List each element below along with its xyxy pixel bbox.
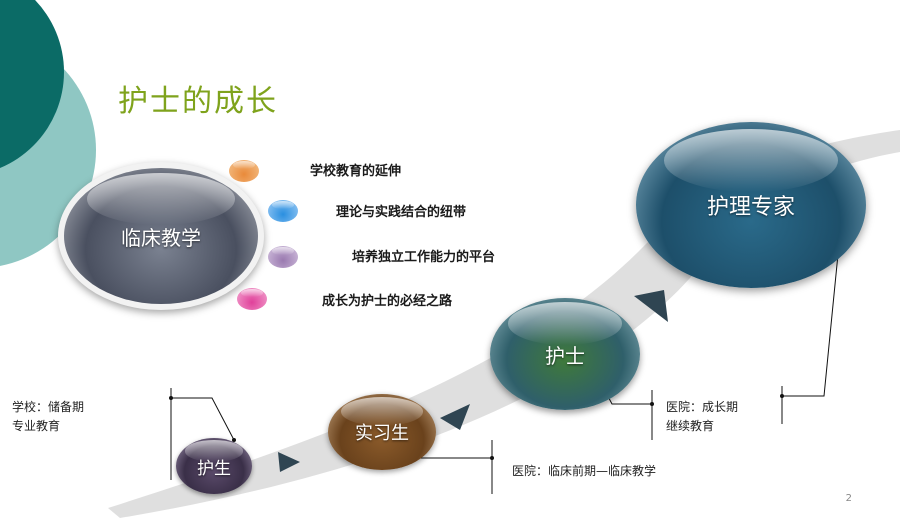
stage-label-expert: 护理专家	[706, 195, 795, 220]
center-orb-label: 临床教学	[121, 225, 201, 250]
bullet-1-icon	[229, 160, 259, 182]
note-school: 学校：储备期 专业教育	[12, 398, 84, 436]
stage-orb-intern: 实习生	[328, 394, 436, 470]
page-number: 2	[845, 493, 852, 504]
stage-orb-expert: 护理专家	[636, 122, 866, 288]
stage-label-intern: 实习生	[355, 423, 409, 444]
arrow-1-icon	[278, 452, 300, 472]
stage-orb-nurse: 护士	[490, 298, 640, 410]
bullet-2-icon	[268, 200, 298, 222]
note-hospital-grow: 医院：成长期 继续教育	[666, 398, 738, 436]
note-hospital-pre: 医院：临床前期—临床教学	[512, 464, 657, 478]
stage-orb-student: 护生	[176, 438, 252, 494]
arrow-3-icon	[634, 290, 668, 322]
bullet-2-text: 理论与实践结合的纽带	[336, 205, 467, 220]
stage-label-student: 护生	[197, 458, 231, 479]
note-school-line1: 学校：储备期	[12, 400, 85, 414]
note-hospital-grow-line1: 医院：成长期	[666, 400, 739, 414]
center-orb: 临床教学	[64, 168, 258, 304]
bullet-4-text: 成长为护士的必经之路	[322, 294, 453, 309]
bullet-3-text: 培养独立工作能力的平台	[352, 250, 496, 265]
arrow-2-icon	[440, 404, 470, 430]
bullet-1-text: 学校教育的延伸	[310, 164, 402, 179]
bullet-3-icon	[268, 246, 298, 268]
stage-label-nurse: 护士	[545, 343, 585, 368]
slide-title: 护士的成长	[118, 84, 278, 119]
note-hospital-grow-line2: 继续教育	[666, 419, 715, 433]
connector-expert	[782, 233, 841, 397]
note-school-line2: 专业教育	[12, 419, 61, 433]
corner-circle-dark	[0, 0, 64, 168]
bullet-4-icon	[237, 288, 267, 310]
connector-school	[171, 397, 235, 441]
